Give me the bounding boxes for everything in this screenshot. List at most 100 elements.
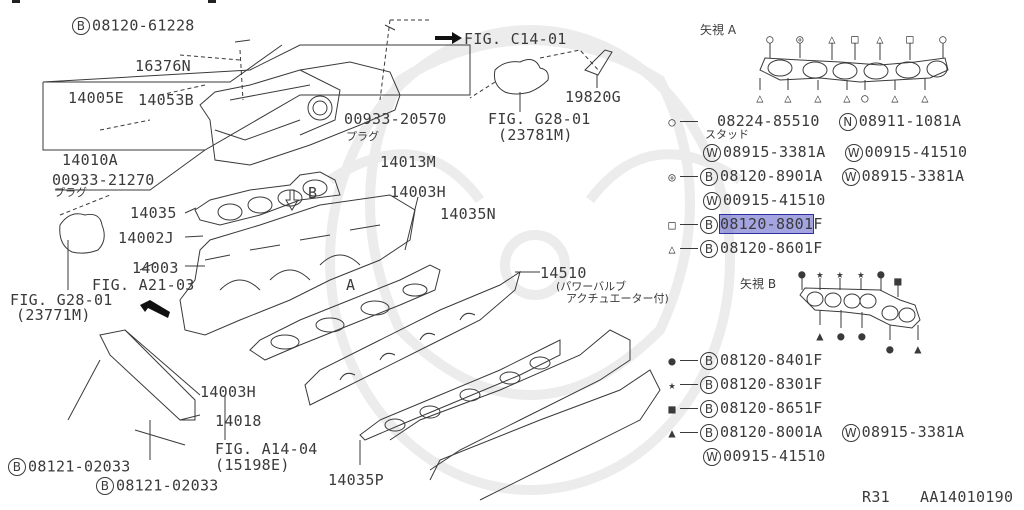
symbol-icon: □: [906, 32, 914, 46]
symbol-icon: ○: [668, 115, 676, 129]
part-link[interactable]: 08120-8651F: [720, 399, 823, 417]
link-fig-a14-04[interactable]: FIG. A14-04: [215, 440, 318, 458]
callout-19820G[interactable]: 19820G: [565, 88, 621, 106]
link-fig-a21-03[interactable]: FIG. A21-03: [92, 276, 195, 294]
page-edge-mark: [208, 0, 216, 3]
callout-14035P[interactable]: 14035P: [328, 471, 384, 489]
watermark-emblem: [325, 25, 743, 495]
symbol-icon: △: [784, 91, 792, 105]
symbol-icon: ▲: [816, 329, 824, 343]
symbol-icon: ★: [668, 378, 676, 392]
part-23771M: (23771M): [16, 306, 91, 324]
callout-plug-00933-20570[interactable]: 00933-20570: [344, 110, 447, 128]
selected-part-text[interactable]: 08120-8801: [718, 214, 815, 234]
part-link[interactable]: 08224-85510: [717, 112, 820, 130]
link-fig-g28-01-23771M[interactable]: FIG. G28-01: [10, 291, 113, 309]
symbol-icon: △: [843, 91, 851, 105]
symbol-icon: ▲: [668, 426, 676, 440]
callout-14003H-top[interactable]: 14003H: [390, 183, 446, 201]
view-b-sketch: [799, 278, 921, 340]
symbol-icon: ●: [668, 354, 676, 368]
part-23781M: (23781M): [498, 126, 573, 144]
callout-14053B[interactable]: 14053B: [138, 91, 194, 109]
symbol-icon: ◎: [668, 170, 676, 184]
callout-14035[interactable]: 14035: [130, 204, 177, 222]
callout-14510[interactable]: 14510: [540, 264, 587, 282]
symbol-icon: ★: [816, 267, 824, 281]
part-link[interactable]: 00915-41510: [723, 191, 826, 209]
callout-14005E[interactable]: 14005E: [68, 89, 124, 107]
view-a-sketch: [759, 43, 949, 90]
link-fig-c14-01[interactable]: FIG. C14-01: [464, 30, 567, 48]
plug-note: プラグ: [54, 186, 87, 199]
part-link[interactable]: 00915-41510: [864, 143, 968, 161]
callout-14018[interactable]: 14018: [215, 412, 262, 430]
view-b-title: 矢視 B: [740, 277, 777, 291]
symbol-icon: ●: [877, 267, 885, 281]
plenum-group-box: [42, 44, 471, 151]
symbol-icon: ○: [861, 91, 869, 105]
symbol-icon: ★: [857, 267, 865, 281]
symbol-icon: ■: [894, 274, 902, 288]
part-link[interactable]: 08120-8001A: [720, 423, 823, 441]
symbol-icon: ▲: [914, 342, 922, 356]
arrow-b-label: B: [308, 184, 318, 202]
view-a-title: 矢視 A: [700, 23, 737, 37]
callout-14013M[interactable]: 14013M: [380, 153, 436, 171]
view-a-bottom-leaders: [759, 78, 926, 90]
callout-14010A[interactable]: 14010A: [62, 151, 118, 169]
callout-16376N[interactable]: 16376N: [135, 57, 191, 75]
callout-14035N[interactable]: 14035N: [440, 205, 496, 223]
arrow-c14-icon: [435, 32, 462, 44]
callout-14003[interactable]: 14003: [132, 259, 179, 277]
symbol-icon: ○: [766, 32, 774, 46]
symbol-icon: △: [921, 91, 929, 105]
symbol-icon: ●: [837, 329, 845, 343]
callout-14003H-bottom[interactable]: 14003H: [200, 383, 256, 401]
callout-14002J[interactable]: 14002J: [118, 229, 174, 247]
model-code: R31: [862, 488, 890, 506]
symbol-icon: □: [851, 32, 859, 46]
symbol-icon: △: [814, 91, 822, 105]
figure-id: AA14010190: [920, 488, 1014, 506]
symbol-icon: ●: [858, 329, 866, 343]
part-link[interactable]: 08120-8401F: [720, 351, 823, 369]
symbol-icon: △: [891, 91, 899, 105]
part-link[interactable]: 08120-8901A: [720, 167, 823, 185]
symbol-icon: △: [668, 242, 676, 256]
part-link[interactable]: 08911-1081A: [858, 112, 962, 130]
14510-note-line1: (パワーバルブ: [556, 280, 627, 293]
part-link[interactable]: 08120-8601F: [720, 239, 823, 257]
14510-note-line2: アクチュエーター付): [566, 292, 669, 305]
callout-plug-00933-21270[interactable]: 00933-21270: [52, 171, 155, 189]
link-fig-g28-01-23781M[interactable]: FIG. G28-01: [488, 110, 591, 128]
symbol-icon: □: [668, 218, 676, 232]
part-link[interactable]: 08915-3381A: [861, 167, 965, 185]
part-link[interactable]: 00915-41510: [723, 447, 826, 465]
plug-note: プラグ: [346, 130, 379, 143]
symbol-icon: ●: [886, 342, 894, 356]
stud-note: スタッド: [705, 128, 749, 141]
part-link[interactable]: 08915-3381A: [861, 423, 965, 441]
view-a-top-leaders: [769, 43, 944, 60]
arrow-a-label: A: [346, 276, 356, 294]
symbol-icon: ■: [668, 402, 676, 416]
part-link[interactable]: 08915-3381A: [723, 143, 826, 161]
part-15198E: (15198E): [215, 456, 290, 474]
part-link[interactable]: 08120-8301F: [720, 375, 823, 393]
page-edge-mark: [12, 0, 20, 3]
